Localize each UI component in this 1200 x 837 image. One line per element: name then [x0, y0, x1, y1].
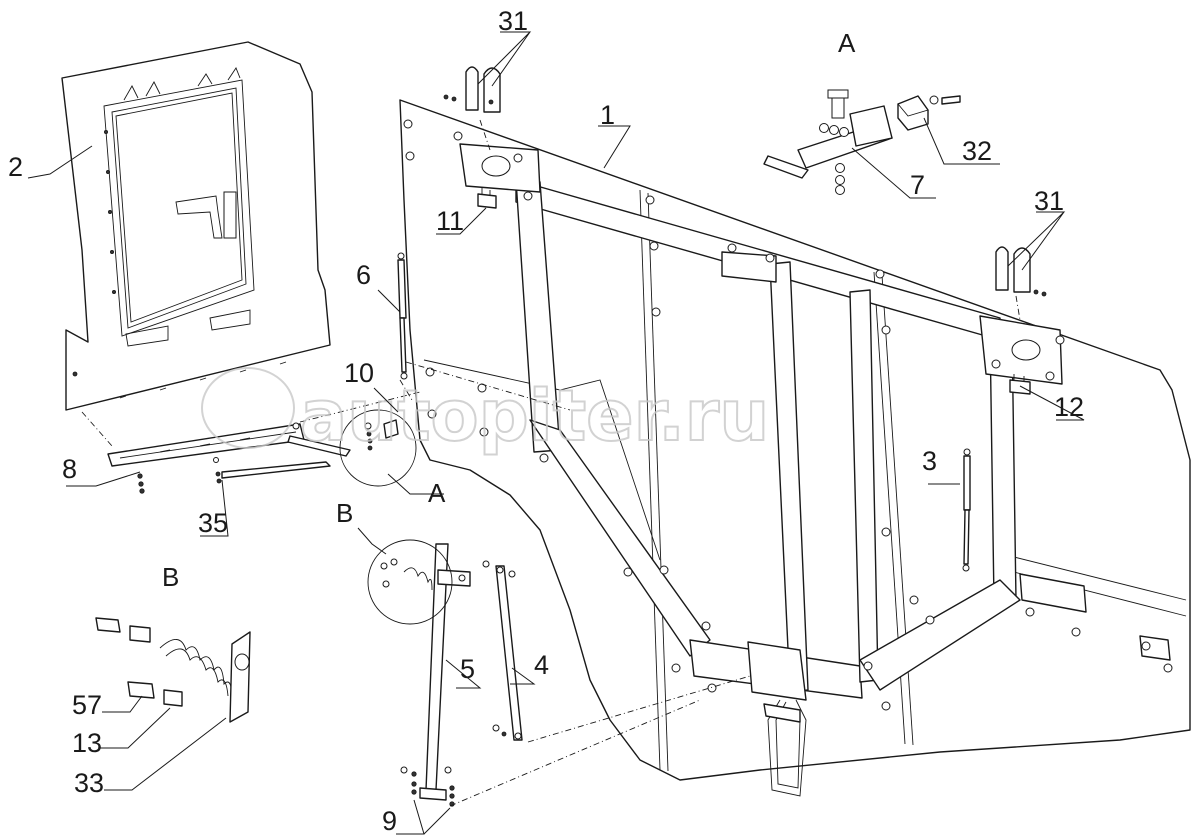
- support-rod-part-4: [495, 565, 523, 741]
- detail-view-a: [763, 89, 961, 195]
- fastener-cluster-part-4: [482, 560, 516, 737]
- support-rod-part-5: [419, 543, 471, 801]
- view-a-marker: A: [428, 478, 446, 508]
- watermark: autopiter.ru: [201, 367, 770, 458]
- callout-33: 33: [74, 768, 104, 798]
- callout-4: 4: [534, 650, 549, 680]
- detail-view-b: [95, 617, 251, 723]
- fastener-cluster-under-panel: [287, 419, 399, 457]
- watermark-text: autopiter.ru: [300, 375, 769, 457]
- callout-8: 8: [62, 454, 77, 484]
- gas-strut-part-3: [962, 448, 971, 572]
- latch-part-12: [1009, 374, 1031, 395]
- callout-3: 3: [922, 446, 937, 476]
- view-b-marker: B: [336, 498, 353, 528]
- view-a-title: A: [838, 28, 856, 58]
- callout-57: 57: [72, 690, 102, 720]
- callout-labels: 1 2 3 4 5 6 7 8 9 10 11 12 13 31 31 32 3…: [8, 6, 1084, 836]
- detail-circle-a: [339, 409, 417, 487]
- callout-31-lower: 31: [1034, 186, 1064, 216]
- callout-35: 35: [198, 508, 228, 538]
- u-bolt-part-31-lower: [995, 246, 1047, 297]
- callout-10: 10: [344, 358, 374, 388]
- callout-32: 32: [962, 136, 992, 166]
- callout-5: 5: [460, 654, 475, 684]
- callout-1: 1: [600, 100, 615, 130]
- view-b-title: B: [162, 562, 179, 592]
- main-panel-part-1: [399, 99, 1191, 797]
- gas-strut-part-6: [397, 252, 408, 380]
- assembly-lines: [81, 119, 1021, 807]
- bracket-part-35: [213, 457, 331, 484]
- callout-6: 6: [356, 260, 371, 290]
- latch-part-11: [477, 188, 497, 209]
- callout-12: 12: [1054, 392, 1084, 422]
- panel-fasteners: [403, 119, 1173, 711]
- detail-circle-b: [367, 539, 453, 625]
- callout-11: 11: [436, 206, 464, 236]
- leader-lines: [27, 31, 1085, 835]
- u-bolt-part-31-upper: [443, 66, 501, 113]
- callout-31-upper: 31: [498, 6, 528, 36]
- view-labels: A A B B: [162, 28, 856, 592]
- side-panel-part-2: [61, 41, 331, 411]
- callout-7: 7: [910, 170, 925, 200]
- callout-9: 9: [382, 806, 397, 836]
- callout-13: 13: [72, 728, 102, 758]
- callout-2: 2: [8, 152, 23, 182]
- fastener-cluster-part-9: [400, 766, 455, 807]
- bracket-part-8: [107, 423, 305, 494]
